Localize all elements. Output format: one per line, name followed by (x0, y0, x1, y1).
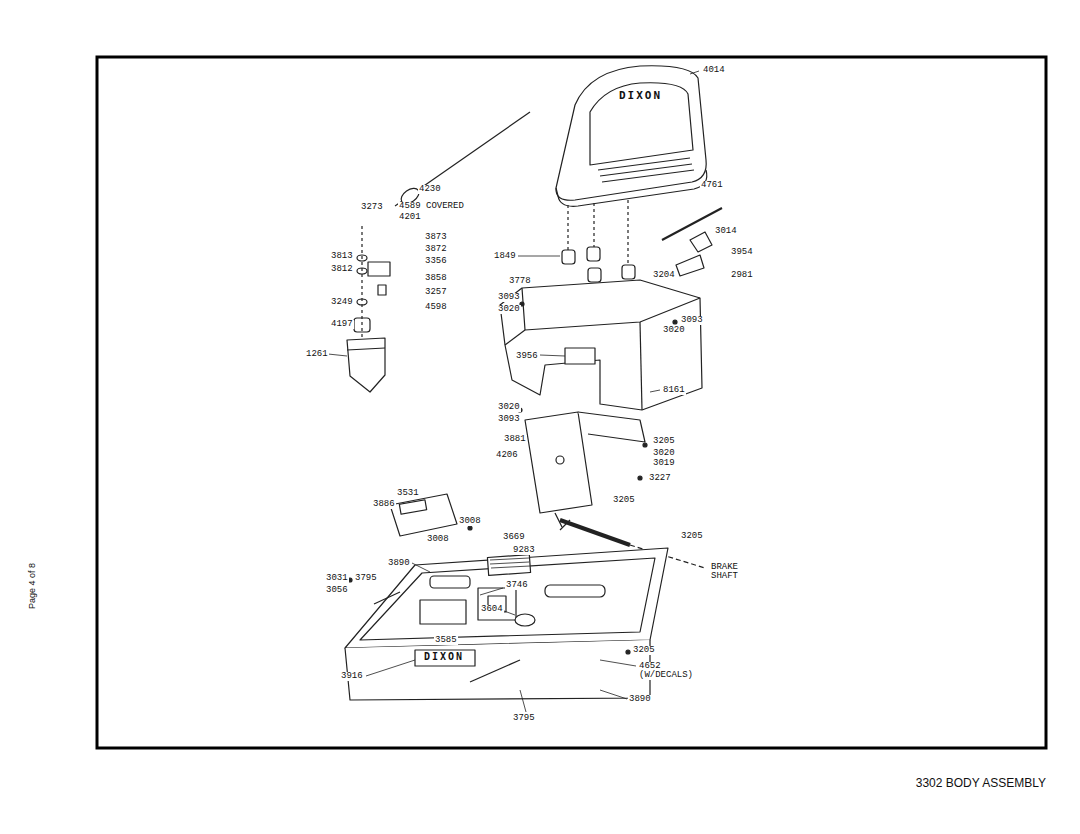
callout-number: 3008 (458, 517, 482, 526)
callout-number: 3356 (424, 257, 448, 266)
callout-number: 3872 (424, 245, 448, 254)
callout-number: 4197 (330, 320, 354, 329)
callout-number: 4761 (700, 181, 724, 190)
callout-number: 3669 (502, 533, 526, 542)
callout-number: 3886 (372, 500, 396, 509)
callout-number: 3812 (330, 265, 354, 274)
callout-number: 3858 (424, 274, 448, 283)
callout-number: 4598 (424, 303, 448, 312)
callout-number: 3881 (503, 435, 527, 444)
callout-number: 3954 (730, 248, 754, 257)
part-note: 4589 COVERED (398, 202, 465, 211)
page-number: Page 4 of 8 (28, 562, 37, 610)
callout-number: 1849 (493, 252, 517, 261)
callout-number: 3257 (424, 288, 448, 297)
callout-number: 3890 (628, 695, 652, 704)
callout-number: 3746 (505, 581, 529, 590)
callout-number: 4230 (418, 185, 442, 194)
callout-number: 1261 (305, 350, 329, 359)
callout-number: 3956 (515, 352, 539, 361)
callout-number: 3014 (714, 227, 738, 236)
callout-number: 3604 (480, 605, 504, 614)
callout-number: 3795 (512, 714, 536, 723)
callout-number: 3273 (360, 203, 384, 212)
callout-number: 3204 (652, 271, 676, 280)
callout-number: 3890 (387, 559, 411, 568)
seat-brand-text: DIXON (618, 90, 663, 101)
callout-number: 3795 (354, 574, 378, 583)
callout-number: 8161 (662, 386, 686, 395)
figure-caption: 3302 BODY ASSEMBLY (916, 776, 1046, 790)
callout-number: 3020 (662, 326, 686, 335)
callout-number: 3031 (325, 574, 349, 583)
callout-number: 9283 (512, 546, 536, 555)
callout-number: 4206 (495, 451, 519, 460)
callout-number: 4201 (398, 213, 422, 222)
callout-number: 3205 (652, 437, 676, 446)
shaft-note: BRAKE SHAFT (710, 563, 748, 581)
callout-number: 3093 (497, 415, 521, 424)
callout-number: 3205 (680, 532, 704, 541)
callout-number: 3585 (434, 636, 458, 645)
callout-number: 3205 (612, 496, 636, 505)
callout-number: 3531 (396, 489, 420, 498)
callout-number: 3020 (652, 449, 676, 458)
callout-number: 3916 (340, 672, 364, 681)
callout-number: 3093 (497, 293, 521, 302)
callout-number: 3093 (680, 316, 704, 325)
callout-number: 2981 (730, 271, 754, 280)
callout-number: 3019 (652, 459, 676, 468)
callout-number: 3778 (508, 277, 532, 286)
callout-number: 3227 (648, 474, 672, 483)
callout-number: 3249 (330, 298, 354, 307)
callout-number: 3205 (632, 646, 656, 655)
callout-number: 3813 (330, 252, 354, 261)
callout-number: 3020 (497, 305, 521, 314)
part-note: 4652 (W/DECALS) (638, 662, 686, 680)
badge-text: DIXON (423, 652, 465, 662)
callout-number: 3873 (424, 233, 448, 242)
callout-number: 3008 (426, 535, 450, 544)
callout-number: 3020 (497, 403, 521, 412)
callout-number: 3056 (325, 586, 349, 595)
callout-number: 4014 (702, 66, 726, 75)
